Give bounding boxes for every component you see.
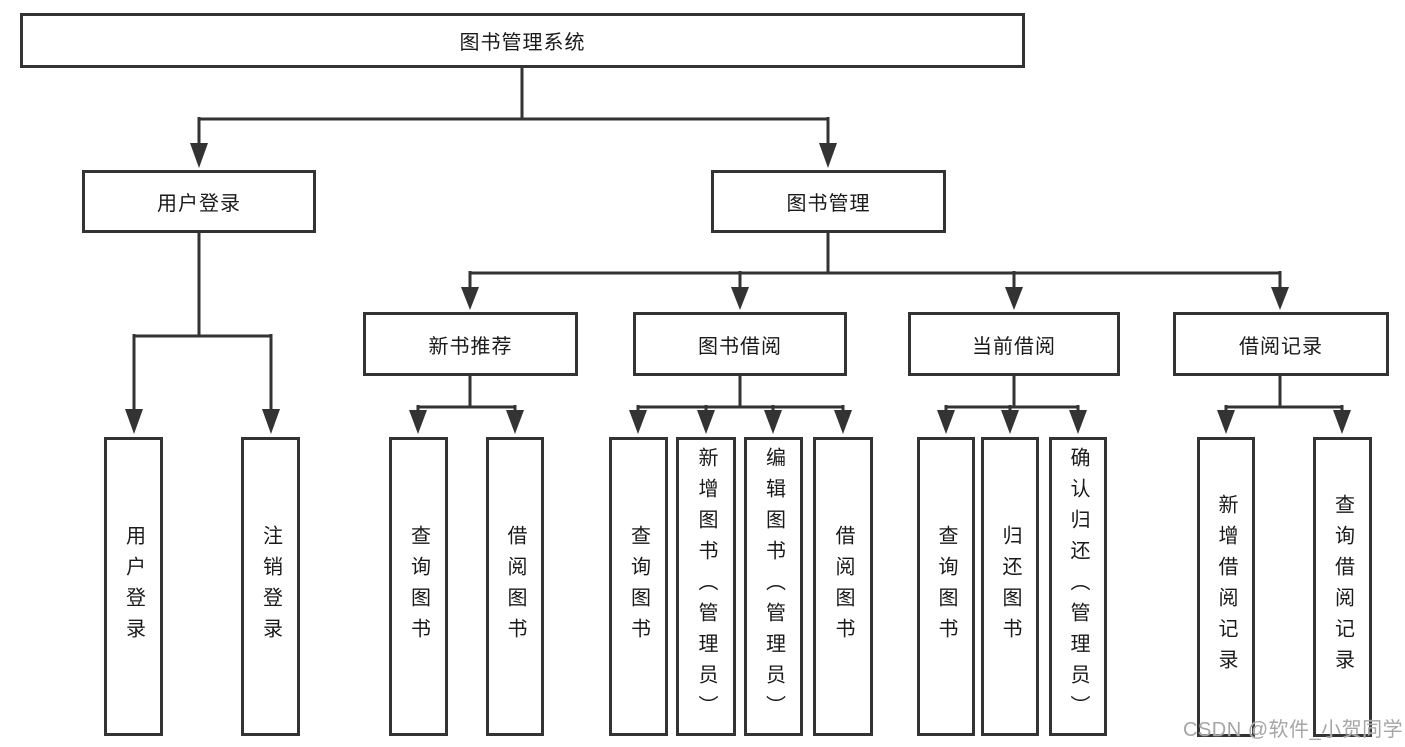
connector-book-borrow-children [629, 374, 852, 434]
connector-borrow-record-children [1217, 374, 1351, 434]
leaf-query-borrow-record: 查询借阅记录 [1313, 437, 1372, 737]
leaf-borrow-books-recommend: 借阅图书 [486, 437, 544, 736]
connector-root-to-level2 [190, 66, 837, 168]
node-book-management: 图书管理 [711, 170, 946, 233]
node-borrow-records: 借阅记录 [1173, 312, 1389, 376]
node-current-borrow: 当前借阅 [908, 312, 1120, 376]
node-user-login: 用户登录 [82, 170, 316, 233]
leaf-query-books-recommend: 查询图书 [389, 437, 448, 736]
node-book-borrow: 图书借阅 [633, 312, 847, 376]
connector-new-book-children [409, 374, 524, 434]
connector-book-management-children [461, 231, 1289, 310]
leaf-logout: 注销登录 [241, 437, 300, 736]
leaf-edit-books-admin: 编辑图书（管理员） [744, 437, 803, 736]
leaf-query-books-borrow: 查询图书 [609, 437, 668, 736]
leaf-add-books-admin: 新增图书（管理员） [676, 437, 736, 736]
connector-user-login-children [125, 231, 280, 434]
node-root-system: 图书管理系统 [20, 13, 1025, 68]
leaf-user-login: 用户登录 [104, 437, 163, 736]
leaf-add-borrow-record: 新增借阅记录 [1197, 437, 1255, 737]
connector-current-borrow-children [937, 374, 1087, 434]
leaf-query-books-current: 查询图书 [917, 437, 975, 736]
node-new-book-recommend: 新书推荐 [363, 312, 578, 376]
leaf-borrow-books: 借阅图书 [813, 437, 873, 736]
leaf-return-books: 归还图书 [981, 437, 1039, 736]
leaf-confirm-return-admin: 确认归还（管理员） [1049, 437, 1107, 736]
